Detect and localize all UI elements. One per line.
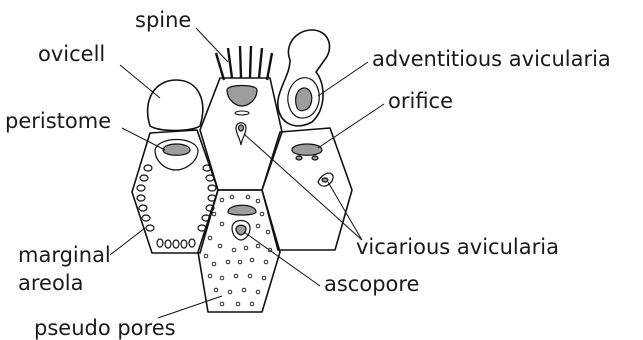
right-orifice-teeth	[296, 156, 318, 160]
label-peristome: peristome	[5, 109, 111, 133]
adventitious-avicularium	[278, 30, 330, 126]
leader-orifice	[318, 104, 384, 148]
leader-adventitious	[318, 62, 368, 96]
leader-spine	[196, 28, 228, 62]
label-vicarious-avicularia: vicarious avicularia	[356, 235, 559, 259]
top-orifice	[227, 86, 257, 107]
marginal-areolae	[137, 165, 216, 248]
spines	[216, 46, 272, 80]
right-orifice	[292, 144, 322, 155]
label-ascopore: ascopore	[324, 272, 419, 296]
label-orifice: orifice	[388, 89, 453, 113]
vicarious-avicularium-right	[318, 173, 333, 186]
label-marginal: marginal	[18, 243, 111, 267]
top-orifice-lip	[235, 111, 249, 115]
label-areola: areola	[18, 271, 84, 295]
label-spine: spine	[135, 8, 191, 32]
leader-pseudo-pores	[158, 296, 222, 318]
label-adventitious-avicularia: adventitious avicularia	[372, 47, 611, 71]
bottom-orifice	[228, 205, 256, 215]
left-orifice	[163, 144, 190, 155]
leader-peristome	[122, 128, 165, 150]
leader-ascopore	[244, 232, 320, 286]
leader-marginal	[110, 228, 145, 255]
ovicell-shape	[148, 80, 203, 131]
ascopore-shape	[232, 221, 250, 241]
label-pseudo-pores: pseudo pores	[34, 316, 176, 340]
label-ovicell: ovicell	[38, 42, 105, 66]
leader-vicarious-2	[328, 182, 362, 240]
leader-ovicell	[120, 65, 160, 98]
